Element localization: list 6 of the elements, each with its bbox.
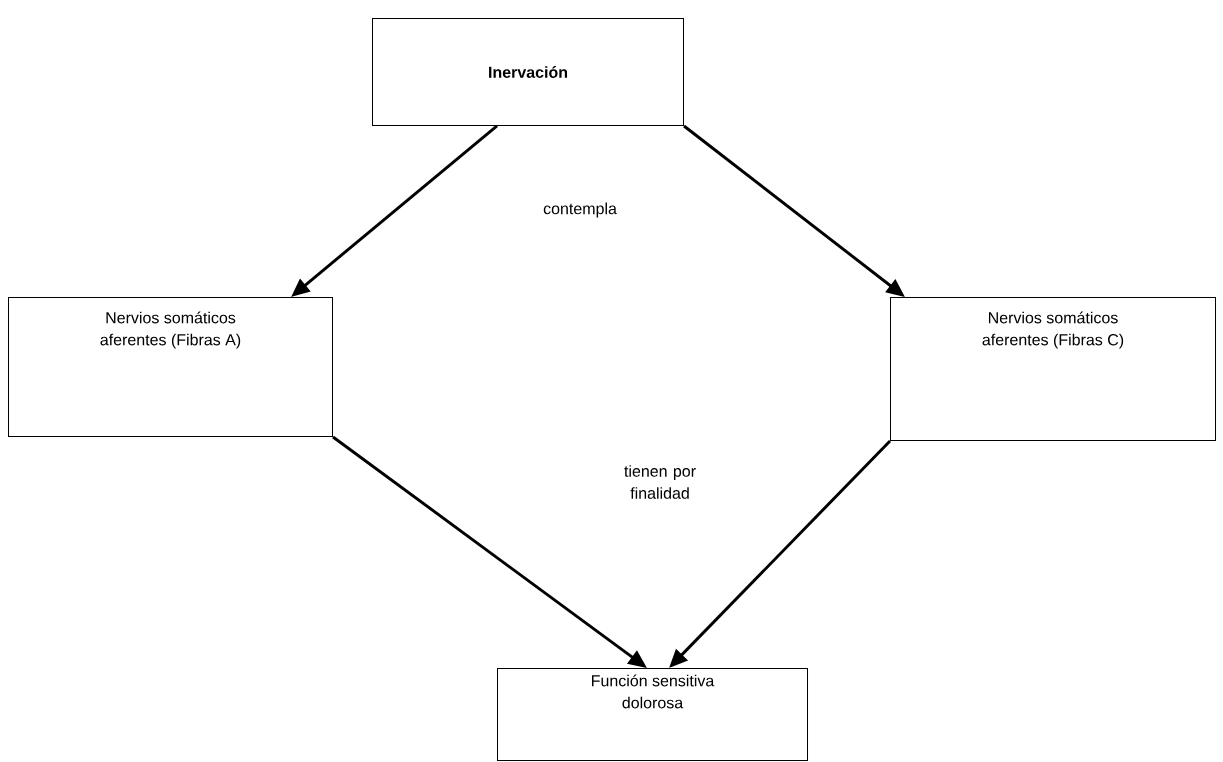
relation-label: contempla [543,202,617,218]
relation-label: tienen por finalidad [624,465,696,499]
concept-box: Nervios somáticos aferentes (Fibras A) [8,297,333,437]
concept-box: Nervios somáticos aferentes (Fibras C) [890,297,1216,441]
concept-box: Inervación [372,18,684,126]
concept-box: Función sensitiva dolorosa [497,668,808,761]
